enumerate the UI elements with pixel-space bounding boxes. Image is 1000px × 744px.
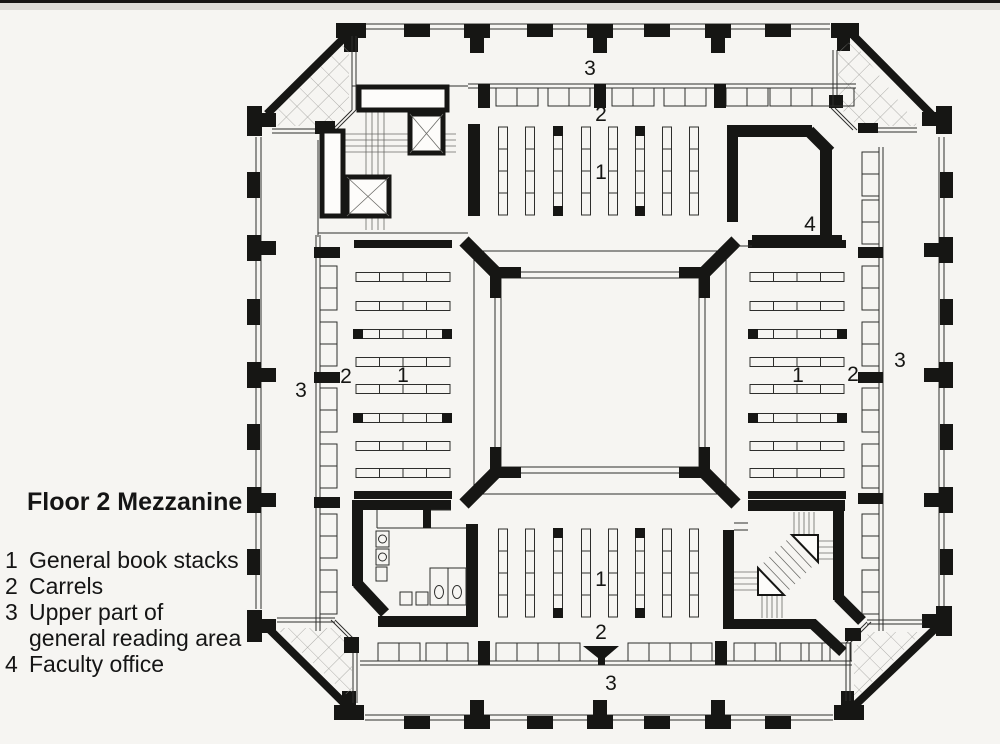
legend-item-number: 3 [5, 599, 18, 625]
elevator-shaft [407, 111, 446, 156]
core-room [356, 84, 450, 113]
corner-pavilions [272, 36, 923, 703]
legend-item-number: 2 [5, 573, 18, 599]
plan-label: 1 [397, 364, 409, 387]
legend-item: 4 Faculty office [0, 651, 258, 677]
outer-walls [255, 23, 945, 721]
book-stacks-south [498, 528, 699, 618]
plan-label: 1 [792, 364, 804, 387]
carrel-strips [314, 83, 884, 666]
core-room [319, 128, 346, 219]
legend-item-label: Carrels [29, 573, 104, 599]
scan-top-band [0, 3, 1000, 10]
plan-label: 3 [894, 349, 906, 372]
tile-hatch-bottom-left [276, 628, 352, 700]
chamfer-corner-walls [264, 27, 940, 715]
scan-top-edge [0, 0, 1000, 3]
legend-item-label: Upper part of general reading area [29, 599, 242, 651]
legend-item-number: 1 [5, 547, 18, 573]
book-stacks-north [468, 124, 699, 216]
legend-item-label: Faculty office [29, 651, 165, 677]
legend: Floor 2 Mezzanine 1 General book stacks … [0, 488, 258, 677]
legend-title: Floor 2 Mezzanine [27, 488, 243, 516]
stair-landing [789, 534, 819, 565]
plan-label: 2 [595, 621, 607, 644]
restroom-fixtures [375, 530, 467, 606]
plan-label: 3 [605, 672, 617, 695]
plan-number-labels: 3 2 1 4 2 1 3 1 2 3 1 2 3 [295, 57, 906, 695]
tile-hatch-top-left [272, 38, 349, 126]
restrooms [352, 500, 478, 627]
tile-hatch-top-right [838, 40, 918, 126]
legend-item: 3 Upper part of general reading area [0, 599, 258, 651]
legend-item: 1 General book stacks [0, 547, 258, 573]
central-atrium [459, 236, 741, 509]
book-stacks-west [353, 240, 452, 499]
tile-hatch-bottom-right [854, 632, 922, 700]
plan-label: 2 [847, 363, 859, 386]
legend-items: 1 General book stacks 2 Carrels 3 Upper … [0, 547, 258, 677]
legend-item: 2 Carrels [0, 573, 258, 599]
service-core-northwest [319, 84, 456, 230]
stair-landing [757, 565, 787, 596]
staircase [723, 500, 866, 657]
faculty-office [727, 125, 842, 247]
book-stacks [353, 124, 847, 618]
plan-label: 1 [595, 161, 607, 184]
corner-columns [247, 23, 952, 720]
plan-label: 2 [340, 365, 352, 388]
plan-label: 3 [295, 379, 307, 402]
lectern-funnel-marker [583, 646, 619, 665]
plan-label: 4 [804, 213, 816, 236]
legend-item-number: 4 [5, 651, 18, 677]
plan-label: 3 [584, 57, 596, 80]
plan-label: 1 [595, 568, 607, 591]
plan-label: 2 [595, 103, 607, 126]
elevator-shaft [344, 174, 392, 219]
atrium-corner-braces [459, 236, 741, 509]
legend-item-label: General book stacks [29, 547, 239, 573]
stair-steps [734, 512, 833, 618]
